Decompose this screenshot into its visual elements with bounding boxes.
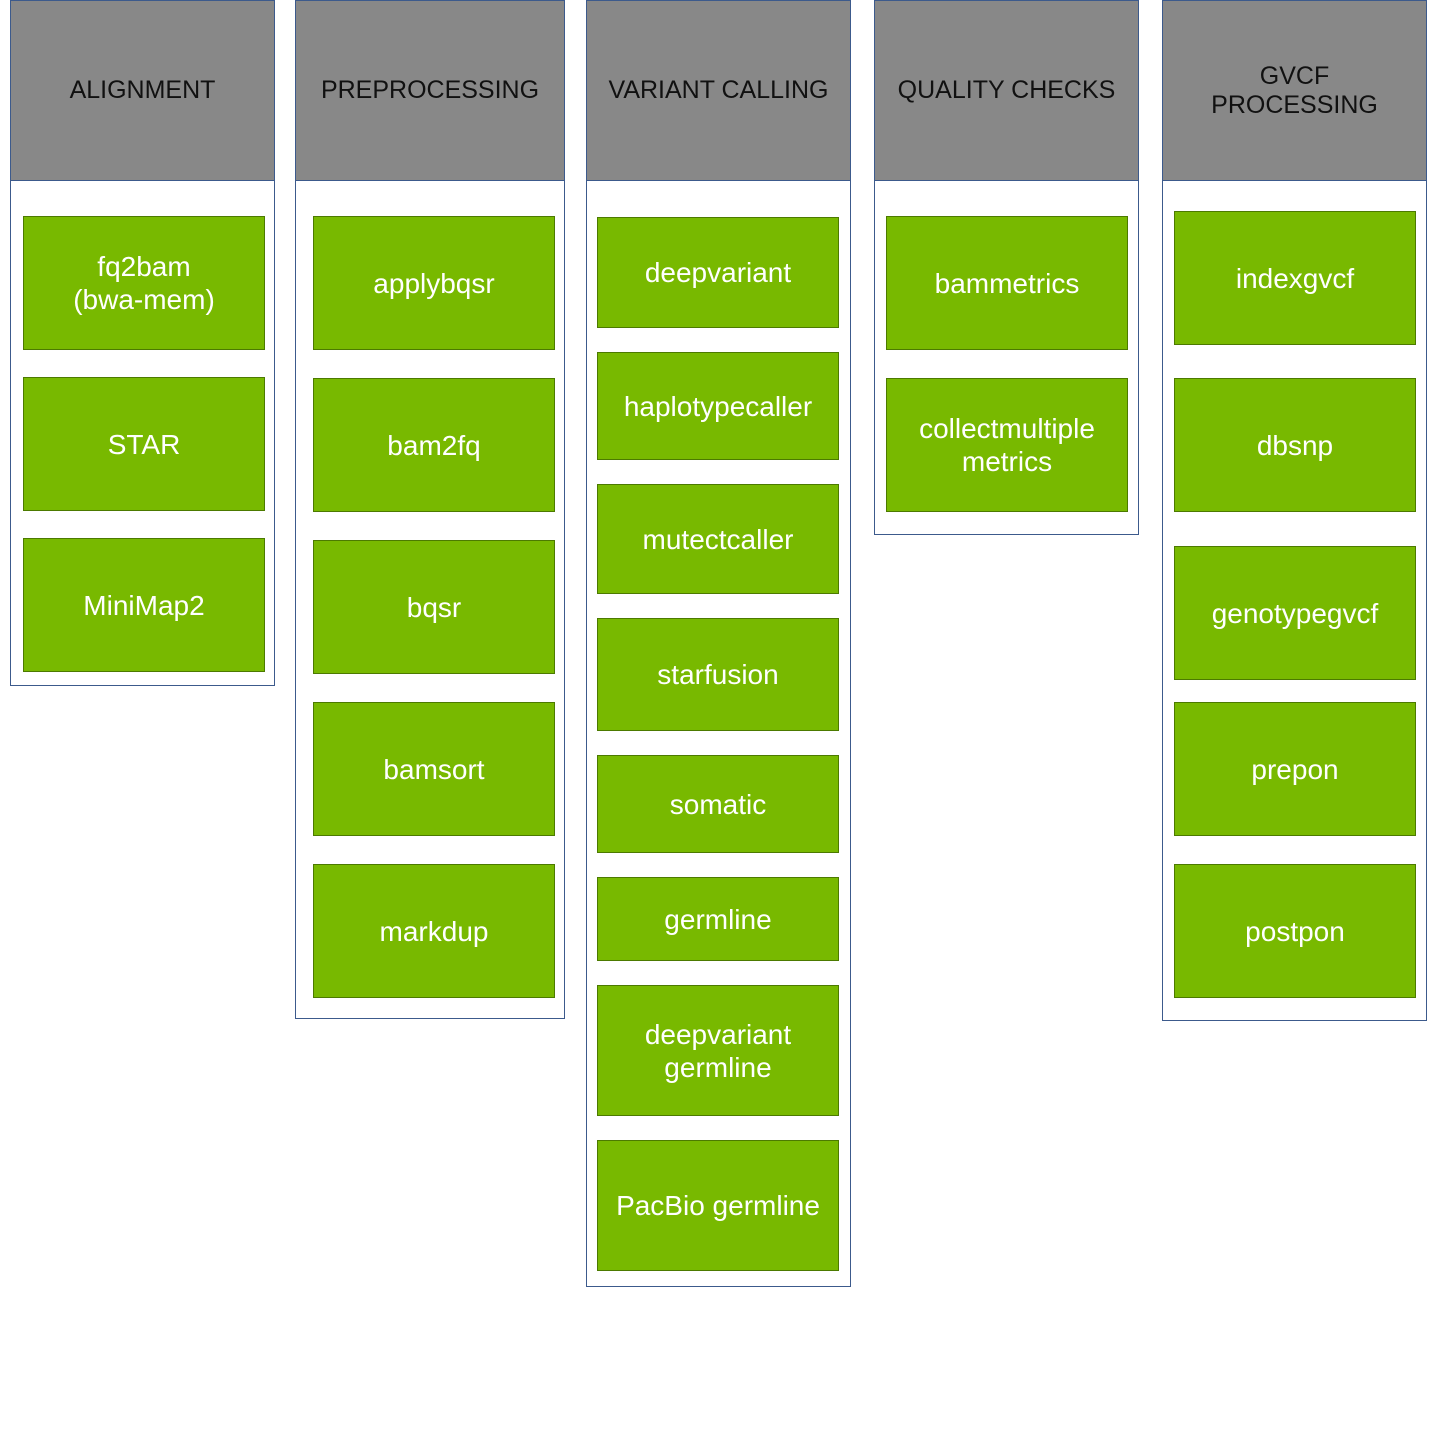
tool-box-collectmultiplemetrics[interactable]: collectmultiple metrics bbox=[886, 378, 1128, 512]
tool-box-bqsr[interactable]: bqsr bbox=[313, 540, 555, 674]
column-header-alignment: ALIGNMENT bbox=[11, 1, 274, 181]
tool-box-fq2bam[interactable]: fq2bam (bwa-mem) bbox=[23, 216, 265, 350]
tool-box-bamsort[interactable]: bamsort bbox=[313, 702, 555, 836]
tool-box-bammetrics[interactable]: bammetrics bbox=[886, 216, 1128, 350]
tool-box-star[interactable]: STAR bbox=[23, 377, 265, 511]
tool-box-minimap2[interactable]: MiniMap2 bbox=[23, 538, 265, 672]
tool-box-germline[interactable]: germline bbox=[597, 877, 839, 961]
tool-box-pacbio-germline[interactable]: PacBio germline bbox=[597, 1140, 839, 1271]
column-header-gvcf-processing: GVCF PROCESSING bbox=[1163, 1, 1426, 181]
tool-box-bam2fq[interactable]: bam2fq bbox=[313, 378, 555, 512]
column-header-variant-calling: VARIANT CALLING bbox=[587, 1, 850, 181]
column-alignment: ALIGNMENT fq2bam (bwa-mem) STAR MiniMap2 bbox=[10, 0, 275, 686]
tool-box-genotypegvcf[interactable]: genotypegvcf bbox=[1174, 546, 1416, 680]
column-quality-checks: QUALITY CHECKS bammetrics collectmultipl… bbox=[874, 0, 1139, 535]
column-header-preprocessing: PREPROCESSING bbox=[296, 1, 564, 181]
tool-box-deepvariant-germline[interactable]: deepvariant germline bbox=[597, 985, 839, 1116]
tool-box-haplotypecaller[interactable]: haplotypecaller bbox=[597, 352, 839, 460]
tool-box-dbsnp[interactable]: dbsnp bbox=[1174, 378, 1416, 512]
tool-box-mutectcaller[interactable]: mutectcaller bbox=[597, 484, 839, 594]
column-header-quality-checks: QUALITY CHECKS bbox=[875, 1, 1138, 181]
column-gvcf-processing: GVCF PROCESSING indexgvcf dbsnp genotype… bbox=[1162, 0, 1427, 1021]
tool-box-indexgvcf[interactable]: indexgvcf bbox=[1174, 211, 1416, 345]
tool-box-prepon[interactable]: prepon bbox=[1174, 702, 1416, 836]
tool-box-somatic[interactable]: somatic bbox=[597, 755, 839, 853]
tool-box-starfusion[interactable]: starfusion bbox=[597, 618, 839, 731]
tool-box-postpon[interactable]: postpon bbox=[1174, 864, 1416, 998]
tool-box-markdup[interactable]: markdup bbox=[313, 864, 555, 998]
tool-box-deepvariant[interactable]: deepvariant bbox=[597, 217, 839, 328]
column-variant-calling: VARIANT CALLING deepvariant haplotypecal… bbox=[586, 0, 851, 1287]
column-preprocessing: PREPROCESSING applybqsr bam2fq bqsr bams… bbox=[295, 0, 565, 1019]
tool-box-applybqsr[interactable]: applybqsr bbox=[313, 216, 555, 350]
